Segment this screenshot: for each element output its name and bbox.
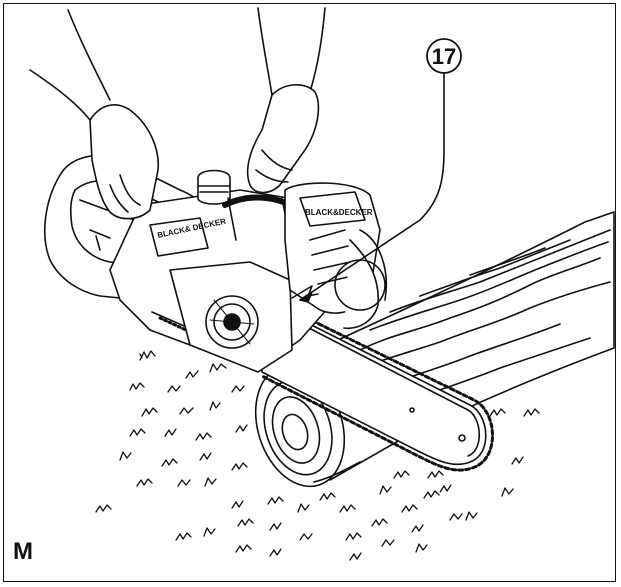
callout-number: 17 <box>432 44 456 69</box>
chainsaw-body: BLACK&DECKER <box>44 154 388 373</box>
brand-text-small: BLACK&DECKER <box>305 208 373 217</box>
callout-17 <box>299 38 462 303</box>
guide-bar <box>260 294 494 472</box>
hands <box>29 7 326 220</box>
figure-label: M <box>13 538 33 565</box>
grass <box>95 350 540 561</box>
